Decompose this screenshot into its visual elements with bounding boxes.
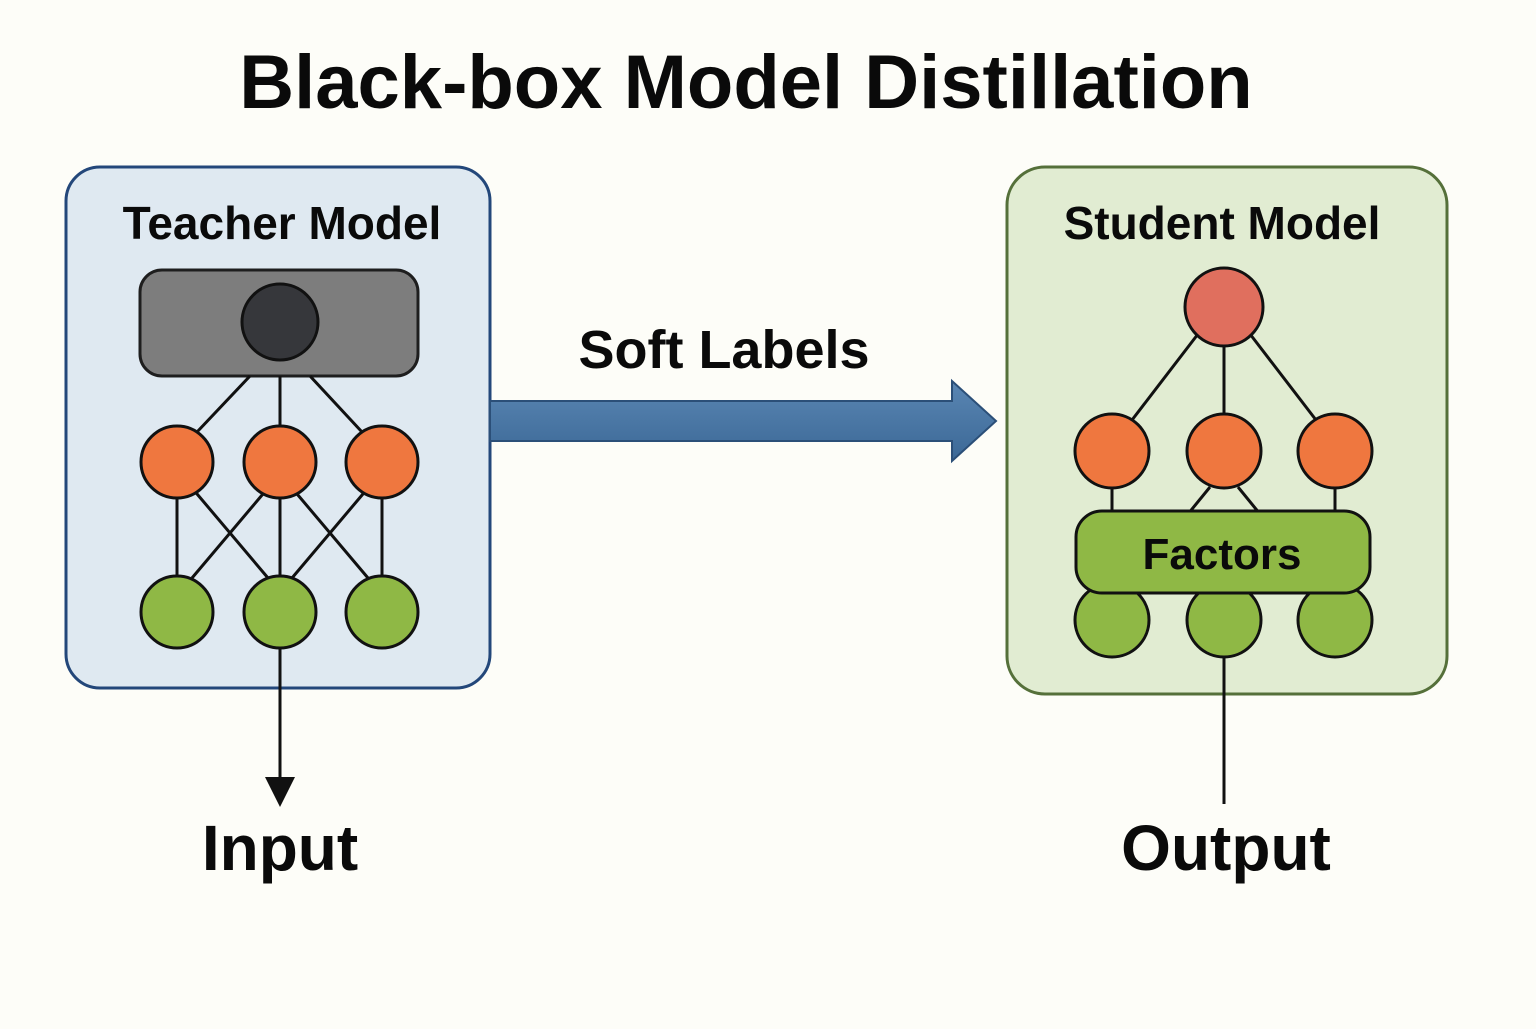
student-hidden-node — [1185, 412, 1263, 490]
teacher-model-panel: Teacher Model — [64, 165, 492, 690]
teacher-input-node — [242, 574, 318, 650]
student-hidden-node — [1073, 412, 1151, 490]
student-connections — [1110, 333, 1337, 515]
teacher-hidden-node — [344, 424, 420, 500]
student-hidden-node — [1296, 412, 1374, 490]
student-output-node — [1183, 266, 1265, 348]
teacher-connections — [175, 374, 384, 579]
student-model-panel: Student Model Factors — [1005, 165, 1449, 696]
teacher-hidden-node — [139, 424, 215, 500]
soft-labels-arrow — [489, 378, 998, 464]
factors-block — [1074, 509, 1372, 595]
teacher-hidden-node — [242, 424, 318, 500]
teacher-model-label: Teacher Model — [123, 197, 442, 249]
input-label: Input — [202, 812, 358, 884]
teacher-input-node — [139, 574, 215, 650]
student-model-label: Student Model — [1064, 197, 1381, 249]
teacher-input-node — [344, 574, 420, 650]
soft-labels-label: Soft Labels — [578, 320, 869, 380]
black-box-core-node — [240, 282, 320, 362]
output-label: Output — [1121, 812, 1331, 884]
page-title: Black-box Model Distillation — [239, 40, 1252, 125]
factors-label: Factors — [1143, 530, 1302, 579]
